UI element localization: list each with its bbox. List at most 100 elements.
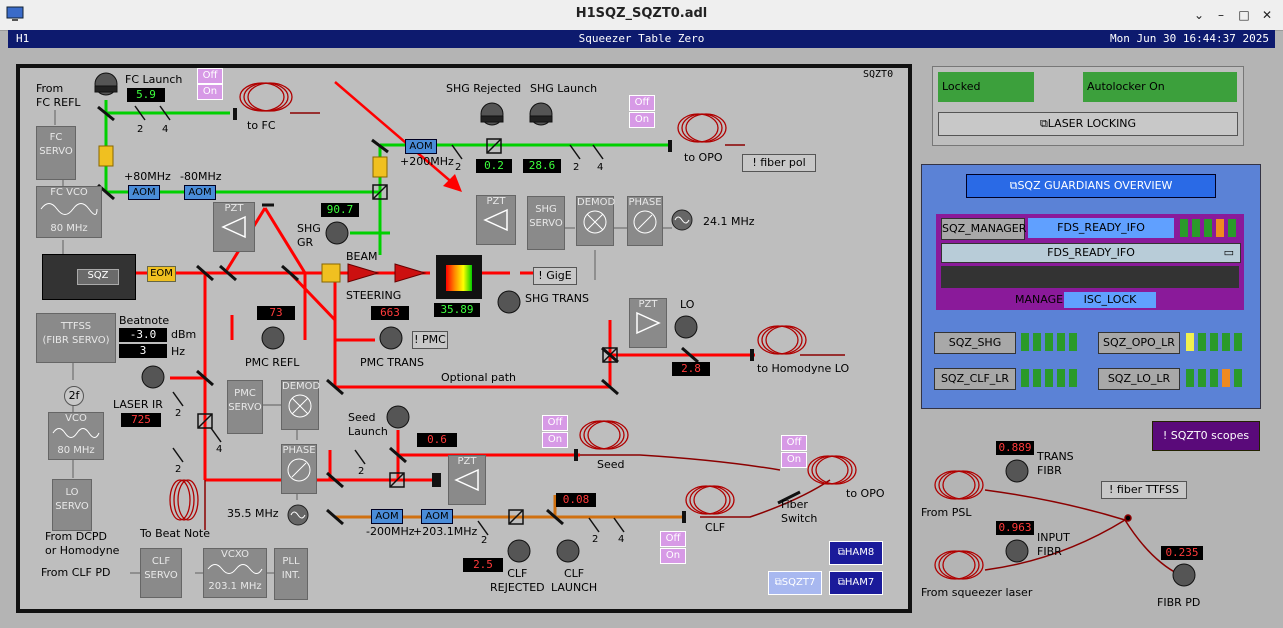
oscillator-icon <box>287 504 309 526</box>
phase-shifter-icon <box>633 210 657 234</box>
from-dcpd-label: From DCPD or Homodyne <box>45 530 120 557</box>
fc-servo-box[interactable]: FC SERVO <box>36 126 76 180</box>
fc-shutter-on-button[interactable]: On <box>197 84 223 100</box>
header-clock: Mon Jun 30 16:44:37 2025 <box>1110 32 1269 45</box>
sqz-lo-lr-button[interactable]: SQZ_LO_LR <box>1098 368 1180 390</box>
clf-shutter-on-button[interactable]: On <box>660 548 686 564</box>
guardians-overview-button[interactable]: ⧉SQZ GUARDIANS OVERVIEW <box>966 174 1216 198</box>
seed-shutter-on-button[interactable]: On <box>542 432 568 448</box>
ham8-button[interactable]: ⧉HAM8 <box>829 541 883 565</box>
status-bar <box>1210 333 1218 351</box>
faraday-isolators <box>347 263 427 283</box>
to-fc-label: to FC <box>247 119 276 132</box>
status-bar <box>1186 333 1194 351</box>
phase-box-shg[interactable]: PHASE <box>627 196 663 246</box>
manager-request-select[interactable]: FDS_READY_IFO▭ <box>941 243 1241 263</box>
red-beam-paths <box>135 207 755 482</box>
clf-shutter-off-button[interactable]: Off <box>660 531 686 547</box>
seed-shutter-off-button[interactable]: Off <box>542 415 568 431</box>
demod-label: DEMOD <box>282 381 321 392</box>
aom-plus80[interactable]: AOM <box>128 185 160 200</box>
dropdown-icon: ▭ <box>1223 246 1234 259</box>
pzt-box-lo[interactable]: PZT <box>629 298 667 348</box>
aom-plus200[interactable]: AOM <box>405 139 437 154</box>
sqz-clf-lr-button[interactable]: SQZ_CLF_LR <box>934 368 1016 390</box>
switch-shutter-off-button[interactable]: Off <box>781 435 807 451</box>
pll-int-box[interactable]: PLL INT. <box>274 548 308 600</box>
vco-label: VCO <box>65 413 87 424</box>
lo-label: LO <box>680 298 695 311</box>
plus2031-label: +203.1MHz <box>413 525 478 538</box>
gige-button[interactable]: ! GigE <box>533 267 577 285</box>
status-bar <box>1057 333 1065 351</box>
opo-shutter-off-button[interactable]: Off <box>629 95 655 111</box>
fc-vco-box[interactable]: FC VCO 80 MHz <box>36 186 102 238</box>
fiber-ttfss-button[interactable]: ! fiber TTFSS <box>1101 481 1187 499</box>
status-bar <box>1021 333 1029 351</box>
laser-locking-button[interactable]: ⧉LASER LOCKING <box>938 112 1238 136</box>
sqz-manager-button[interactable]: SQZ_MANAGER <box>941 218 1026 240</box>
shg-gr-label: SHG GR <box>297 222 321 249</box>
ttfss-box[interactable]: TTFSS (FIBR SERVO) <box>36 313 116 363</box>
fc-shutter-off-button[interactable]: Off <box>197 68 223 84</box>
sqzt7-button[interactable]: ⧉SQZT7 <box>768 571 822 595</box>
signal-lines <box>54 110 672 574</box>
waveplate-half-label: 2 <box>137 124 144 135</box>
sqz-laser-block[interactable]: SQZ <box>42 254 136 300</box>
seed-launch-label: Seed Launch <box>348 411 388 438</box>
eom-block[interactable]: EOM <box>147 266 176 282</box>
opo-shutter-on-button[interactable]: On <box>629 112 655 128</box>
fiber-switch-label: Fiber Switch <box>781 498 818 525</box>
aom-minus80[interactable]: AOM <box>184 185 216 200</box>
sqz-opo-lr-button[interactable]: SQZ_OPO_LR <box>1098 332 1180 354</box>
header-strip: H1 Squeezer Table Zero Mon Jun 30 16:44:… <box>8 30 1275 48</box>
status-bar <box>1069 369 1077 387</box>
manager-message <box>941 266 1239 288</box>
shg-crystal[interactable] <box>436 255 482 299</box>
demod-box-pmc[interactable]: DEMOD <box>281 380 321 430</box>
minimize-icon[interactable]: – <box>1218 8 1224 22</box>
waveplate-half-label: 2 <box>358 466 365 477</box>
demod-box-shg[interactable]: DEMOD <box>576 196 615 246</box>
window-icon: ⧉ <box>774 577 782 588</box>
maximize-icon[interactable]: □ <box>1238 8 1250 22</box>
fc-vco-label: FC VCO <box>50 187 88 198</box>
sqz-shg-button[interactable]: SQZ_SHG <box>934 332 1016 354</box>
aom-minus200[interactable]: AOM <box>371 509 403 524</box>
ham8-button-label: HAM8 <box>844 547 875 558</box>
sqzt0-scopes-button[interactable]: ! SQZT0 scopes <box>1152 421 1260 451</box>
window-icon: ⧉ <box>837 547 845 558</box>
status-bar <box>1045 369 1053 387</box>
shg-servo-box[interactable]: SHG SERVO <box>527 196 565 250</box>
switch-shutter-on-button[interactable]: On <box>781 452 807 468</box>
lo-servo-box[interactable]: LO SERVO <box>52 479 92 531</box>
phase-box-pmc[interactable]: PHASE <box>281 444 317 494</box>
shg-rejected-readout: 0.2 <box>476 159 512 173</box>
fiber-pol-button[interactable]: ! fiber pol <box>742 154 816 172</box>
status-bar <box>1234 333 1242 351</box>
phase-label: PHASE <box>628 197 662 208</box>
pmc-button[interactable]: ! PMC <box>412 331 448 349</box>
pmc-servo-box[interactable]: PMC SERVO <box>227 380 263 434</box>
clf-servo-box[interactable]: CLF SERVO <box>140 548 182 598</box>
from-squeezer-laser-label: From squeezer laser <box>921 586 1033 599</box>
beatnote-label: Beatnote <box>119 314 170 327</box>
manager-value: ISC_LOCK <box>1064 292 1156 308</box>
pzt-box-1[interactable]: PZT <box>213 202 255 252</box>
vcxo-freq: 203.1 MHz <box>208 581 262 592</box>
menu-icon[interactable]: ⌄ <box>1193 8 1205 22</box>
from-fc-refl-label: From FC REFL <box>36 82 81 109</box>
ham7-button[interactable]: ⧉HAM7 <box>829 571 883 595</box>
window-icon: ⧉ <box>1039 117 1048 130</box>
status-bar <box>1180 219 1188 237</box>
close-icon[interactable]: ✕ <box>1261 8 1273 22</box>
pzt-box-shg[interactable]: PZT <box>476 195 516 245</box>
aom-plus2031[interactable]: AOM <box>421 509 453 524</box>
pzt-box-seed[interactable]: PZT <box>448 455 486 505</box>
phase-shifter-icon <box>287 458 311 482</box>
pzt-label: PZT <box>638 299 658 310</box>
status-bar <box>1222 369 1230 387</box>
shg-rejected-label: SHG Rejected <box>446 82 522 95</box>
